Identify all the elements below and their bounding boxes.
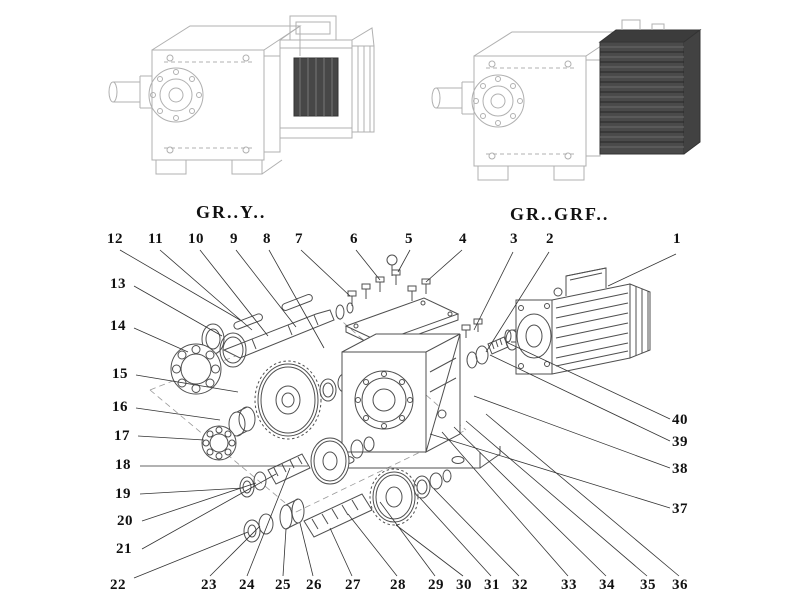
callout-13: 13 <box>110 276 126 292</box>
callout-4: 4 <box>459 231 467 247</box>
callout-30: 30 <box>456 577 472 593</box>
callout-19: 19 <box>115 486 131 502</box>
callout-33: 33 <box>561 577 577 593</box>
callout-14: 14 <box>110 318 126 334</box>
callout-29: 29 <box>428 577 444 593</box>
output-gear-set <box>243 468 452 543</box>
callout-9: 9 <box>230 231 238 247</box>
callout-31: 31 <box>484 577 500 593</box>
callout-5: 5 <box>405 231 413 247</box>
callout-28: 28 <box>390 577 406 593</box>
callout-17: 17 <box>114 428 130 444</box>
callout-10: 10 <box>188 231 204 247</box>
callout-2: 2 <box>546 231 554 247</box>
callout-40: 40 <box>672 412 688 428</box>
callout-18: 18 <box>115 457 131 473</box>
callout-34: 34 <box>599 577 615 593</box>
bearing-large <box>170 343 222 395</box>
callout-22: 22 <box>110 577 126 593</box>
callout-3: 3 <box>510 231 518 247</box>
callout-6: 6 <box>350 231 358 247</box>
cover-bolts <box>347 254 431 306</box>
callout-24: 24 <box>239 577 255 593</box>
bearing-small <box>201 425 237 461</box>
callout-36: 36 <box>672 577 688 593</box>
spacer-bushing <box>228 406 256 437</box>
leader-lines <box>119 249 680 579</box>
callout-12: 12 <box>107 231 123 247</box>
exploded-view-drawing <box>149 254 651 543</box>
gearmotor-right-drawing <box>431 19 702 181</box>
callout-38: 38 <box>672 461 688 477</box>
gearmotor-left-drawing <box>108 15 375 175</box>
callout-16: 16 <box>112 399 128 415</box>
callout-39: 39 <box>672 434 688 450</box>
intermediate-gear-set <box>239 436 375 498</box>
callout-20: 20 <box>117 513 133 529</box>
callout-26: 26 <box>306 577 322 593</box>
callout-11: 11 <box>148 231 164 247</box>
callout-15: 15 <box>112 366 128 382</box>
callout-37: 37 <box>672 501 688 517</box>
model-label-left: GR..Y.. <box>196 202 267 222</box>
callout-23: 23 <box>201 577 217 593</box>
callout-21: 21 <box>116 541 132 557</box>
shaft-seal-ring <box>201 323 247 368</box>
callout-1: 1 <box>673 231 681 247</box>
input-shaft <box>222 293 354 359</box>
gear-large <box>254 360 322 440</box>
callout-35: 35 <box>640 577 656 593</box>
model-label-right: GR..GRF.. <box>510 204 610 224</box>
callout-7: 7 <box>295 231 303 247</box>
callout-8: 8 <box>263 231 271 247</box>
callout-32: 32 <box>512 577 528 593</box>
motor <box>504 267 651 375</box>
callout-25: 25 <box>275 577 291 593</box>
callout-27: 27 <box>345 577 361 593</box>
